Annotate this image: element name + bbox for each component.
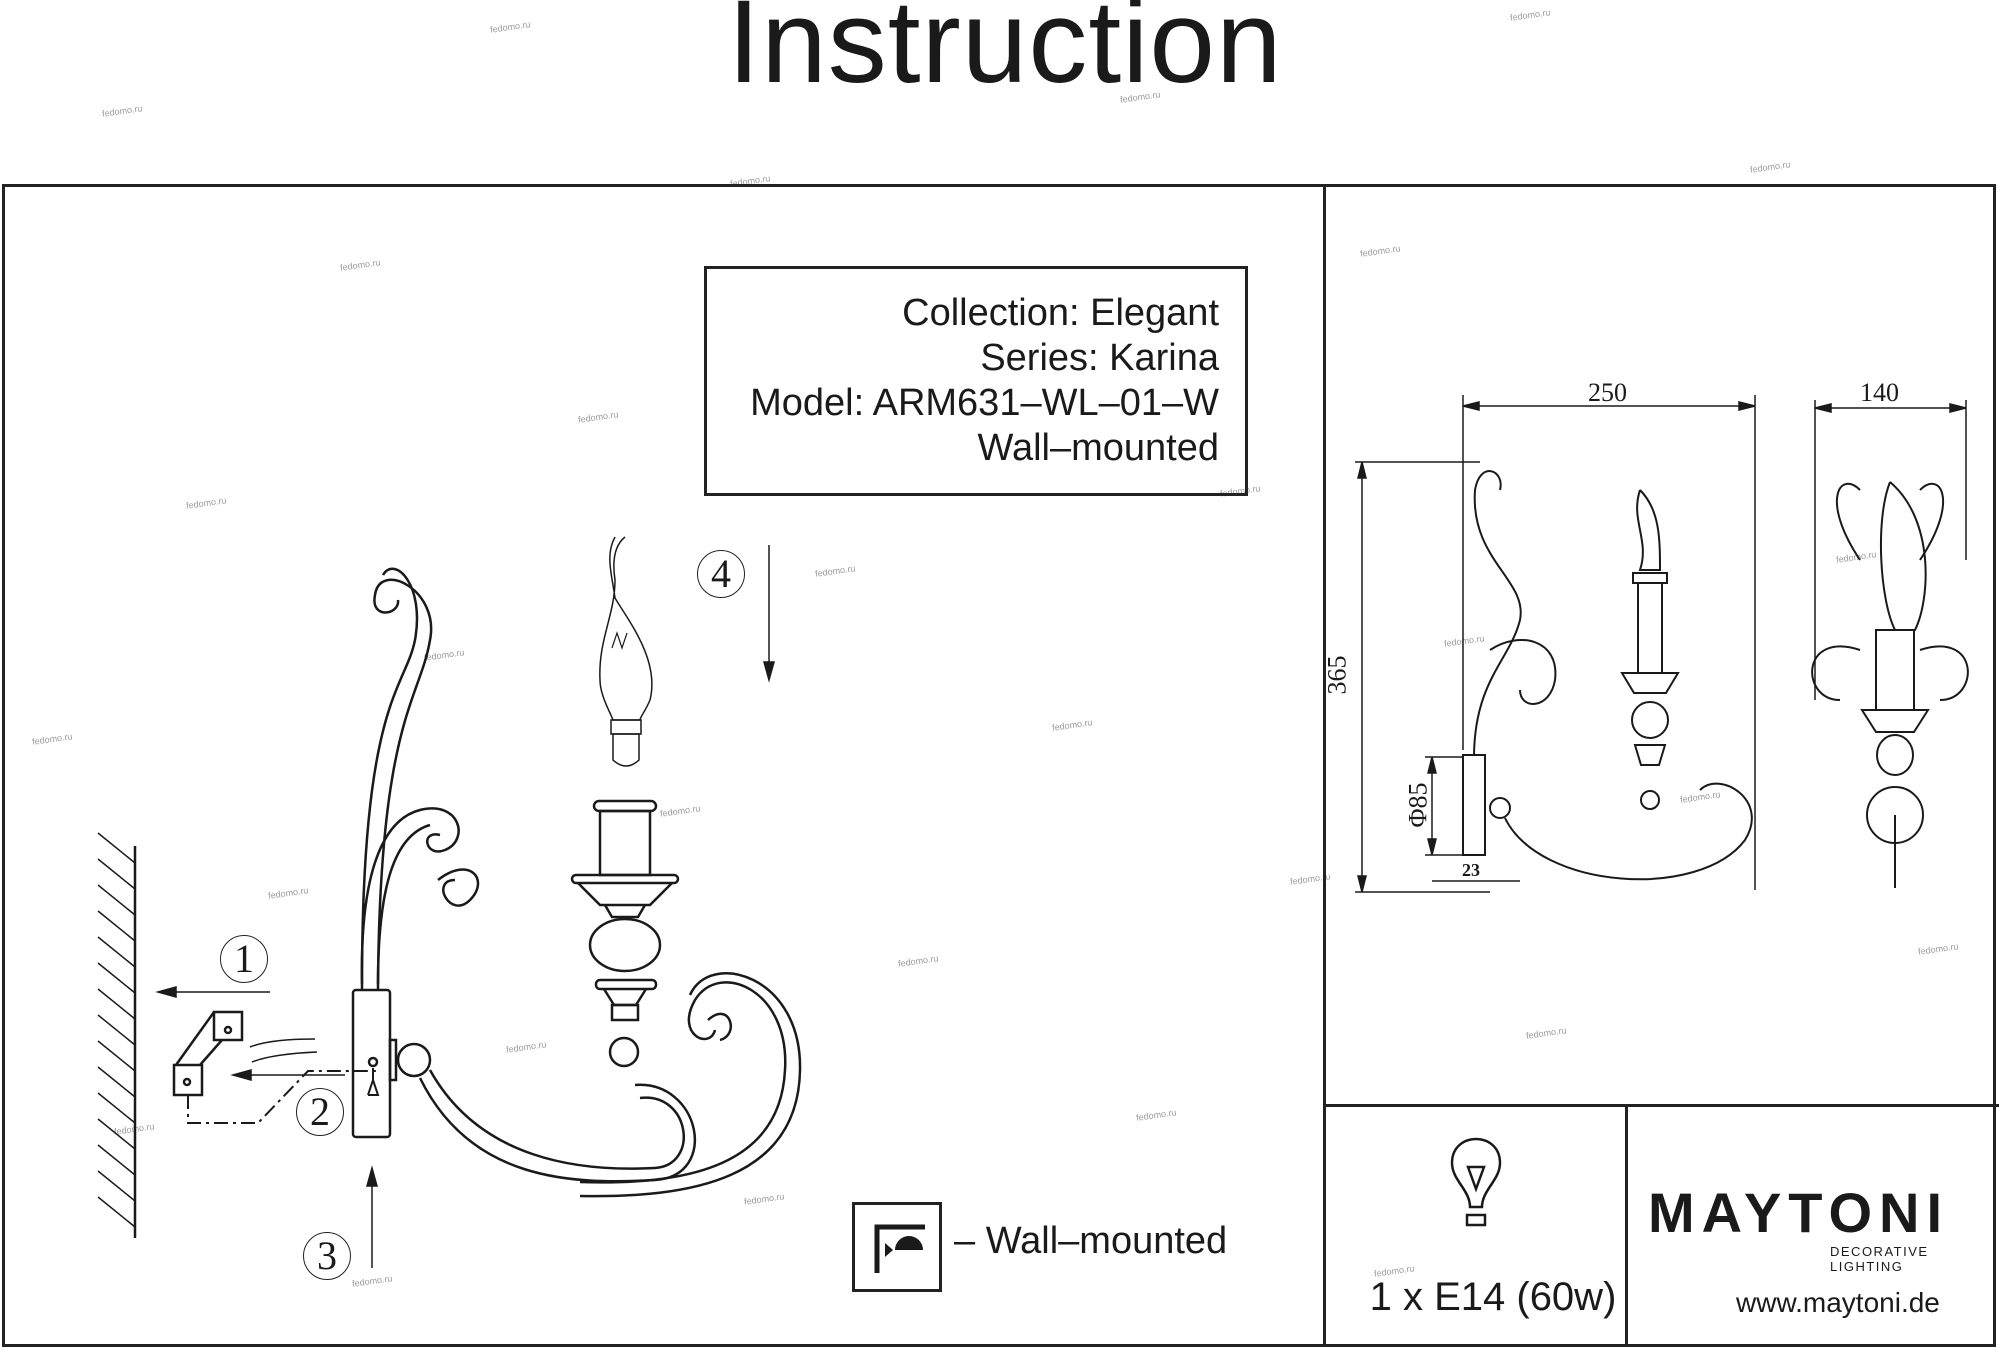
side-view-lamp: [1462, 470, 1753, 881]
arrow-step-2: [230, 1069, 345, 1081]
legend-label: – Wall–mounted: [954, 1220, 1228, 1262]
divider-vertical: [1323, 187, 1326, 1347]
series-label: Series: Karina: [980, 337, 1219, 379]
collection-label: Collection: Elegant: [902, 292, 1219, 334]
width-dimension: 250: [1588, 378, 1627, 407]
light-bulb-icon: [1450, 1137, 1502, 1227]
brand-tagline: DECORATIVE LIGHTING: [1830, 1244, 1929, 1274]
model-label: Model: ARM631–WL–01–W: [750, 382, 1219, 424]
arrow-step-3: [366, 1165, 378, 1268]
brand-logo: MAYTONI: [1648, 1181, 1950, 1244]
step-3-marker: 3: [303, 1232, 351, 1280]
arrow-step-1: [155, 986, 270, 998]
step-1-marker: 1: [220, 935, 268, 983]
candle-holder: [570, 799, 680, 1068]
depth-dimension: 140: [1860, 378, 1899, 407]
candle-bulb: [599, 536, 653, 767]
page-title: Instruction: [727, 0, 1283, 108]
base-depth-dimension: 23: [1462, 860, 1480, 880]
mount-type-label: Wall–mounted: [977, 427, 1220, 469]
step-4-marker: 4: [697, 550, 745, 598]
base-diameter-dimension: Φ85: [1403, 782, 1433, 828]
product-info-box: Collection: Elegant Series: Karina Model…: [704, 266, 1248, 496]
mounting-bracket: [172, 1010, 378, 1124]
divider-horizontal: [1323, 1104, 1999, 1107]
step-2-marker: 2: [296, 1088, 344, 1136]
front-view-lamp: [1811, 481, 1969, 888]
brand-website-link[interactable]: www.maytoni.de: [1736, 1287, 1940, 1318]
lamp-arm: [360, 567, 802, 1198]
instruction-frame: [2, 184, 1999, 1347]
lamp-backplate: [351, 984, 432, 1139]
wall-mount-icon: [852, 1202, 942, 1292]
height-dimension: 365: [1322, 655, 1352, 695]
socket-spec: 1 x E14 (60w): [1369, 1275, 1617, 1319]
divider-footer: [1625, 1104, 1628, 1347]
wall-hatch: [97, 832, 137, 1238]
arrow-step-4: [763, 545, 775, 683]
